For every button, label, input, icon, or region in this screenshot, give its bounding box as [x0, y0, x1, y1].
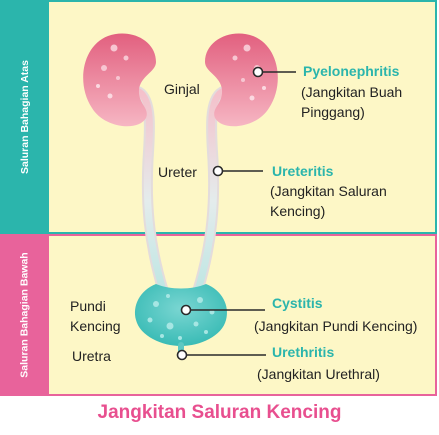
cystitis-description: (Jangkitan Pundi Kencing): [254, 318, 418, 334]
diagram-title: Jangkitan Saluran Kencing: [97, 402, 342, 423]
ureter-label: Ureter: [158, 164, 197, 180]
pyelonephritis-description: (Jangkitan Buah Pinggang): [301, 84, 403, 120]
kidney-label: Ginjal: [164, 81, 200, 97]
kidney-left: [83, 33, 156, 127]
callout-ureteritis: [212, 165, 263, 177]
urethritis-name: Urethritis: [272, 344, 335, 360]
callout-cystitis: [180, 304, 265, 316]
bladder-illustration: [134, 284, 228, 346]
lower-tract-panel: [49, 234, 437, 396]
ureteritis-description: (Jangkitan Saluran Kencing): [270, 183, 387, 219]
callout-urethritis: [176, 349, 266, 361]
urethritis-description: (Jangkitan Urethral): [257, 366, 380, 382]
callout-pyelonephritis: [252, 66, 296, 78]
bladder-label: Pundi Kencing: [70, 298, 121, 334]
pyelonephritis-name: Pyelonephritis: [303, 63, 400, 79]
ureter-right: [192, 86, 228, 296]
urethra-label: Uretra: [72, 348, 111, 364]
upper-tract-band: Saluran Bahagian Atas: [0, 0, 49, 234]
kidney-right: [205, 33, 278, 127]
lower-tract-band: Saluran Bahagian Bawah: [0, 234, 49, 396]
ureter-left: [133, 86, 169, 296]
ureteritis-name: Ureteritis: [272, 163, 334, 179]
cystitis-name: Cystitis: [272, 295, 323, 311]
